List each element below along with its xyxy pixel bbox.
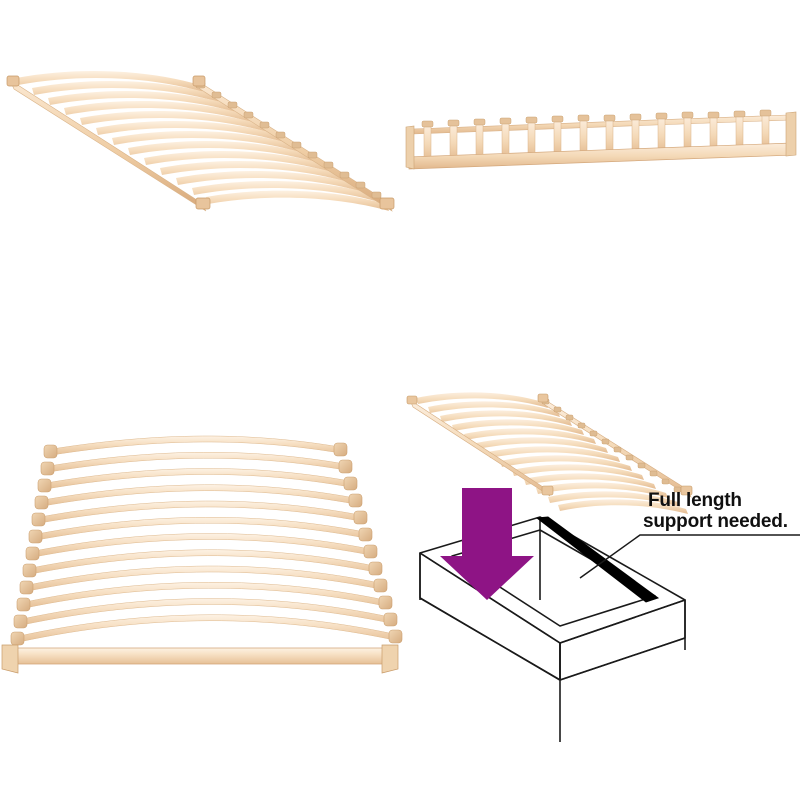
callout-text-line-2: support needed. — [643, 511, 788, 532]
corner-block-left-edge — [405, 125, 415, 170]
small-holder-group — [541, 398, 682, 493]
front-rail-left-foot — [1, 644, 19, 674]
slatted-base-angled-svg — [6, 70, 395, 212]
callout-leader-line — [579, 534, 800, 579]
slat-end-cap-left-group — [10, 444, 58, 646]
slat-holder-group — [195, 81, 382, 199]
side-rail-far-edge — [411, 114, 791, 135]
front-rail-right-foot — [381, 644, 399, 674]
slat-riser-group — [423, 113, 770, 164]
corner-block-group — [6, 75, 395, 210]
slatted-base-edge-view — [400, 95, 800, 205]
side-rail-near-edge — [407, 142, 795, 170]
slatted-base-front-svg — [1, 435, 403, 674]
downward-arrow — [440, 488, 534, 600]
callout-text-line-1: Full length — [648, 490, 742, 511]
slatted-base-front-view — [0, 405, 403, 690]
installation-diagram-svg — [406, 392, 800, 742]
curved-slat-group — [18, 435, 395, 643]
bed-frame-leg-group — [419, 517, 686, 742]
front-rail — [9, 647, 389, 665]
slat-holder-group-edge — [421, 109, 772, 128]
slat-end-cap-right-group — [333, 442, 403, 644]
corner-block-right-edge — [785, 111, 797, 157]
slat-group — [16, 70, 389, 211]
small-slat-group — [416, 392, 688, 514]
small-corner-block-group — [406, 393, 693, 496]
installation-diagram — [400, 360, 800, 760]
slatted-base-angled-view — [0, 30, 400, 230]
small-rail-near — [409, 399, 551, 497]
slatted-base-edge-svg — [405, 109, 797, 170]
slatted-base-small — [406, 392, 693, 514]
center-support-beam — [535, 516, 660, 603]
